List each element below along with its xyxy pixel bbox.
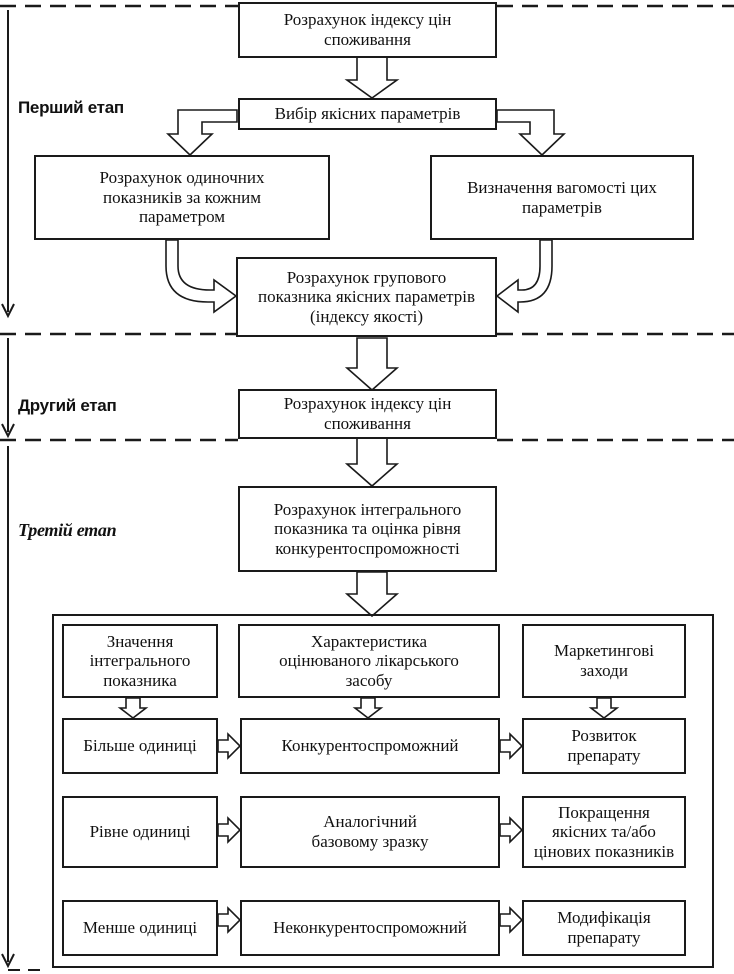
cell-label: Більше одиниці xyxy=(83,736,197,756)
table-cell-value-row1: Більше одиниці xyxy=(62,718,218,774)
header-label: Характеристика оцінюваного лікарського з… xyxy=(279,631,459,690)
table-cell-value-row2: Рівне одиниці xyxy=(62,796,218,868)
small-arrow-down xyxy=(588,697,620,720)
header-label: Значення інтегрального показника xyxy=(89,631,191,690)
cell-label: Рівне одиниці xyxy=(89,822,191,842)
small-arrow-down xyxy=(352,697,384,720)
box-label: Вибір якісних параметрів xyxy=(274,104,461,124)
box-label: Розрахунок одиночних показників за кожни… xyxy=(99,168,265,227)
small-arrow-right xyxy=(499,906,524,934)
box-price-index: Розрахунок індексу цін споживання xyxy=(238,389,497,439)
stage-arrow-head xyxy=(1,303,15,319)
block-arrow-curved-left xyxy=(495,239,553,314)
box-group-indicator: Розрахунок групового показника якісних п… xyxy=(236,257,497,337)
small-arrow-right xyxy=(499,732,524,760)
box-label: Розрахунок індексу цін споживання xyxy=(283,394,452,433)
table-header-value: Значення інтегрального показника xyxy=(62,624,218,698)
block-arrow-right-down xyxy=(496,109,566,157)
table-cell-value-row3: Менше одиниці xyxy=(62,900,218,956)
stage-arrow-head xyxy=(1,953,15,969)
cell-label: Розвиток препарату xyxy=(567,726,641,765)
table-cell-marketing-row1: Розвиток препарату xyxy=(522,718,686,774)
box-select-parameters: Вибір якісних параметрів xyxy=(238,98,497,130)
stage-timeline xyxy=(0,4,734,971)
stage-label-first: Перший етап xyxy=(18,98,124,117)
box-parameter-weights: Визначення вагомості цих параметрів xyxy=(430,155,694,240)
cell-label: Покращення якісних та/або цінових показн… xyxy=(533,802,675,861)
box-label: Розрахунок індексу цін споживання xyxy=(283,10,452,49)
stage-label-third: Третій етап xyxy=(18,520,117,540)
table-header-marketing: Маркетингові заходи xyxy=(522,624,686,698)
table-cell-characteristic-row2: Аналогічний базовому зразку xyxy=(240,796,500,868)
cell-label: Модифікація препарату xyxy=(557,908,651,947)
box-integral-indicator: Розрахунок інтегрального показника та оц… xyxy=(238,486,497,572)
small-arrow-right xyxy=(217,816,242,844)
table-cell-characteristic-row1: Конкурентоспроможний xyxy=(240,718,500,774)
small-arrow-down xyxy=(117,697,149,720)
cell-label: Аналогічний базовому зразку xyxy=(311,812,429,851)
cell-label: Конкурентоспроможний xyxy=(281,736,459,756)
stage-arrow-head xyxy=(1,423,15,439)
block-arrow-down xyxy=(344,337,400,392)
cell-label: Неконкурентоспроможний xyxy=(273,918,467,938)
block-arrow-down xyxy=(344,55,400,99)
block-arrow-curved-right xyxy=(165,239,238,314)
box-label: Розрахунок інтегрального показника та оц… xyxy=(273,499,462,558)
header-label: Маркетингові заходи xyxy=(554,641,654,680)
table-header-characteristic: Характеристика оцінюваного лікарського з… xyxy=(238,624,500,698)
small-arrow-right xyxy=(217,906,242,934)
table-cell-marketing-row2: Покращення якісних та/або цінових показн… xyxy=(522,796,686,868)
table-cell-marketing-row3: Модифікація препарату xyxy=(522,900,686,956)
box-price-index-top: Розрахунок індексу цін споживання xyxy=(238,2,497,58)
block-arrow-down xyxy=(344,571,400,618)
small-arrow-right xyxy=(217,732,242,760)
block-arrow-down xyxy=(344,437,400,488)
block-arrow-left-down xyxy=(166,109,238,157)
result-table-frame xyxy=(52,614,714,968)
small-arrow-right xyxy=(499,816,524,844)
box-label: Визначення вагомості цих параметрів xyxy=(467,177,657,217)
box-label: Розрахунок групового показника якісних п… xyxy=(257,267,476,326)
stage-label-second: Другий етап xyxy=(18,396,117,415)
cell-label: Менше одиниці xyxy=(82,918,198,938)
table-cell-characteristic-row3: Неконкурентоспроможний xyxy=(240,900,500,956)
box-single-indicators: Розрахунок одиночних показників за кожни… xyxy=(34,155,330,240)
